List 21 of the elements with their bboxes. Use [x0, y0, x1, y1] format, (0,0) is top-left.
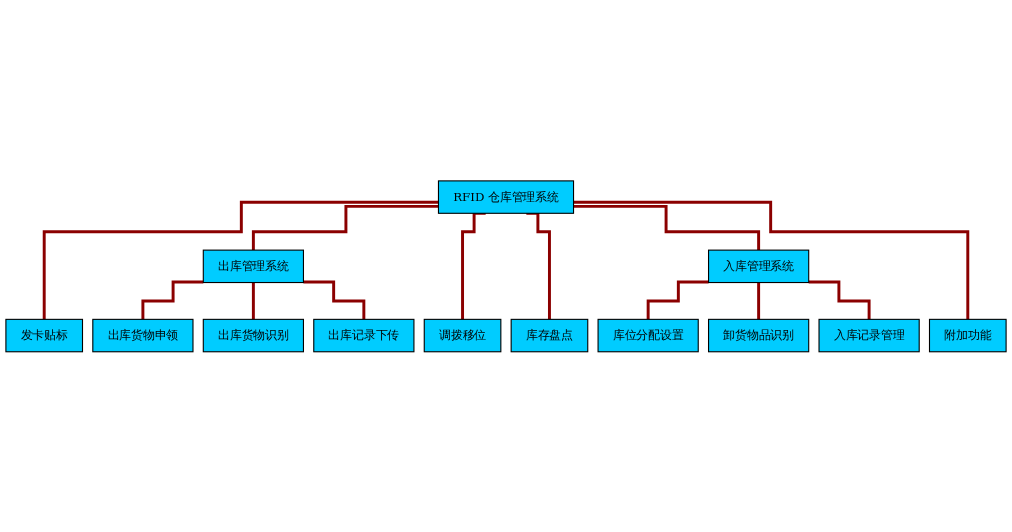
node-box: 库存盘点 [510, 318, 589, 352]
node-box: 卸货物品识别 [708, 318, 810, 352]
connector [646, 280, 709, 321]
node-box: 入库管理系统 [708, 249, 810, 283]
node-box: 出库货物识别 [202, 318, 304, 352]
node-box: 出库记录下传 [313, 318, 415, 352]
connector [461, 211, 486, 321]
connector [808, 280, 871, 321]
node-box: 调拨移位 [423, 318, 502, 352]
node-box: 出库管理系统 [202, 249, 304, 283]
node-box: 库位分配设置 [597, 318, 699, 352]
connector [526, 211, 551, 321]
connector [141, 280, 204, 321]
node-box: 发卡贴标 [5, 318, 84, 352]
node-box: 出库货物申领 [92, 318, 194, 352]
connector [303, 280, 366, 321]
node-box: 附加功能 [928, 318, 1007, 352]
node-box: RFID 仓库管理系统 [437, 180, 575, 214]
node-box: 入库记录管理 [818, 318, 920, 352]
connector [42, 200, 439, 321]
connector [573, 200, 970, 321]
